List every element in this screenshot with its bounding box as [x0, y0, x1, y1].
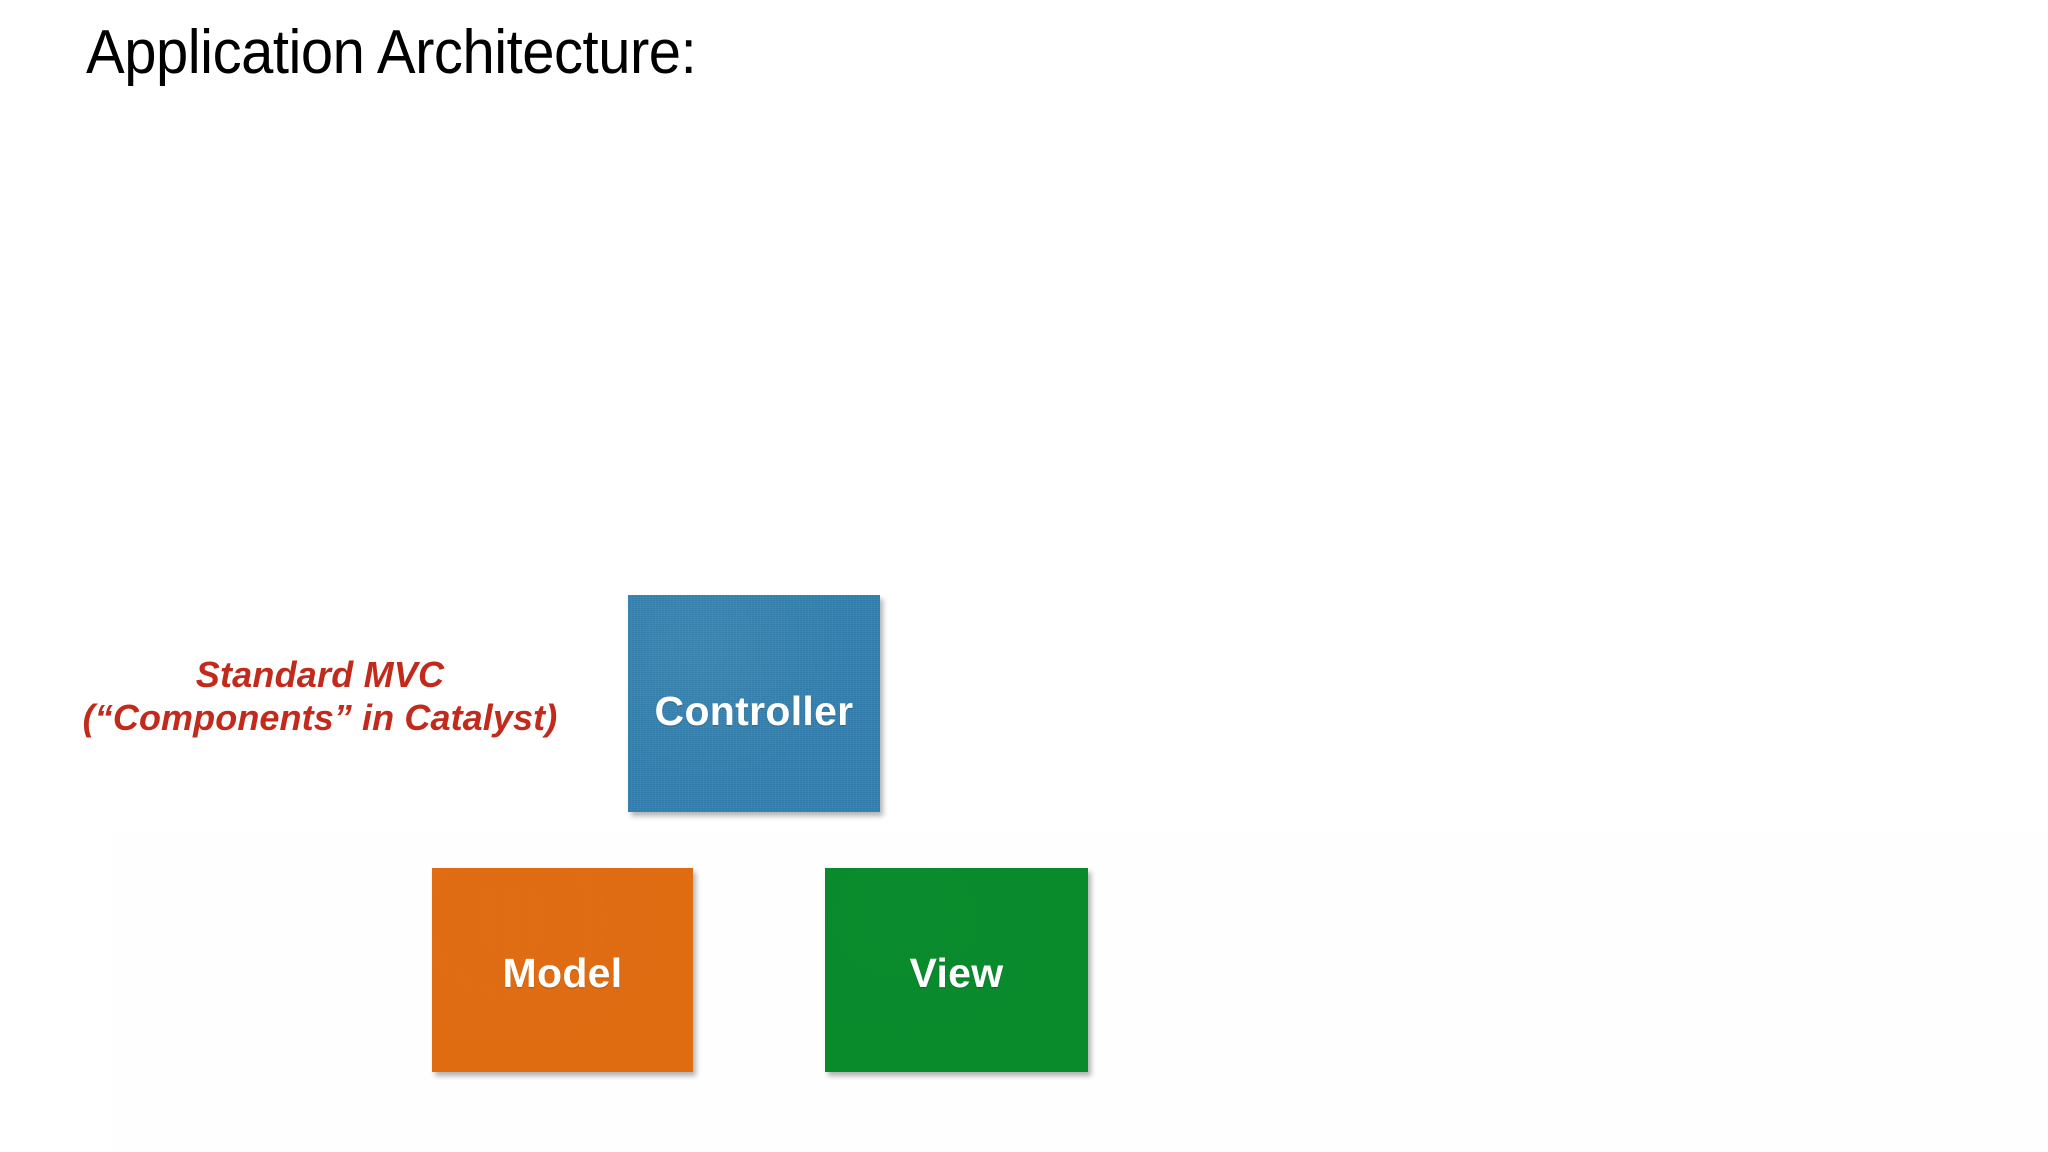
diagram-box-view[interactable]: View — [825, 868, 1088, 1072]
annotation-line-1: Standard MVC — [195, 654, 445, 695]
page-title: Application Architecture: — [86, 18, 697, 87]
diagram-box-view-label: View — [909, 949, 1004, 996]
diagram-box-controller[interactable]: Controller — [628, 595, 880, 812]
diagram-box-controller-label: Controller — [654, 688, 854, 734]
diagram-box-model[interactable]: Model — [432, 868, 693, 1072]
diagram-box-model-label: Model — [502, 949, 623, 996]
mvc-annotation: Standard MVC (“Components” in Catalyst) — [60, 653, 580, 739]
annotation-line-2: (“Components” in Catalyst) — [82, 697, 558, 738]
